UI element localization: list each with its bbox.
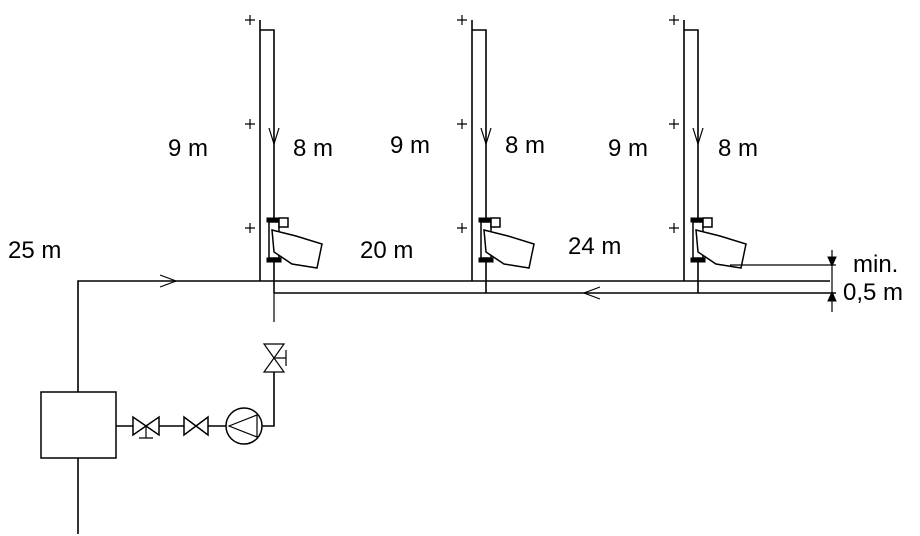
- spacing-dimension: [730, 250, 837, 312]
- riser-2-left-label: 9 m: [390, 132, 430, 159]
- return-flow-arrow: [582, 286, 601, 300]
- downflow-arrow: [692, 127, 704, 147]
- segment-1-label: 20 m: [360, 237, 413, 264]
- check-valve-icon: [183, 415, 209, 437]
- supply-length-label: 25 m: [8, 237, 61, 264]
- vertical-gate-valve-icon: [262, 343, 287, 373]
- supply-main-pipe: [77, 280, 830, 392]
- supply-flow-arrow: [159, 274, 178, 288]
- thermostatic-circulation-valve-icon: [266, 217, 323, 269]
- downflow-arrow: [268, 127, 280, 147]
- circulation-pump-icon: [225, 407, 263, 445]
- riser-1-right-label: 8 m: [293, 135, 333, 162]
- gate-valve-icon: [132, 415, 160, 439]
- riser-2: [457, 15, 492, 293]
- spacing-label-value: 0,5 m: [843, 279, 903, 306]
- riser-1-left-label: 9 m: [168, 135, 208, 162]
- thermostatic-circulation-valve-icon: [690, 217, 747, 269]
- downflow-arrow: [480, 127, 492, 147]
- return-to-pump-pipe: [262, 372, 275, 427]
- riser-3: [669, 15, 704, 293]
- spacing-label-min: min.: [853, 251, 898, 278]
- thermostatic-circulation-valve-icon: [478, 217, 535, 269]
- riser-3-right-label: 8 m: [718, 135, 758, 162]
- riser-3-left-label: 9 m: [608, 135, 648, 162]
- boiler-box: [40, 391, 117, 459]
- riser-1: [245, 15, 280, 322]
- segment-2-label: 24 m: [568, 233, 621, 260]
- riser-2-right-label: 8 m: [505, 132, 545, 159]
